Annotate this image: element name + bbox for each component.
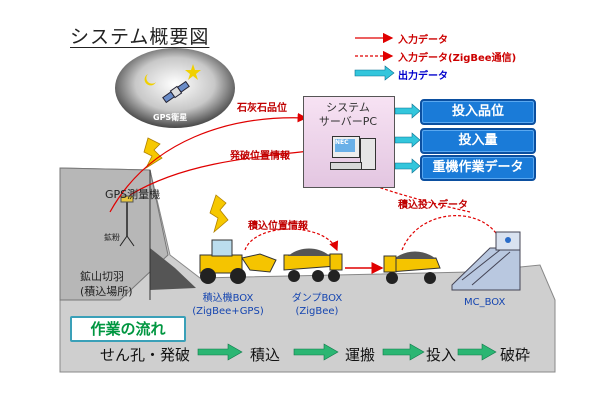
arc-loading-pos [245,229,337,250]
lightning-gps [144,138,162,168]
label-limestone-grade: 石灰石品位 [237,99,287,114]
brand-label: NEC [335,139,349,146]
dump-box-line1: ダンプBOX [282,292,352,305]
output-amount: 投入量 [420,128,536,154]
label-blast-position: 発破位置情報 [230,147,290,162]
label-mine-face-1: 鉱山切羽 [80,268,124,284]
loader-box-line2: (ZigBee+GPS) [188,305,268,318]
flow-step-crushing: 破砕 [500,344,530,365]
legend-input-dashed: 入力データ(ZigBee通信) [398,49,516,64]
flow-step-drilling: せん孔・発破 [100,344,190,365]
ore-pile [150,248,196,290]
server-line1: システム [303,101,393,115]
output-machine-work: 重機作業データ [420,155,536,181]
label-loading-input: 積込投入データ [398,196,468,211]
flow-step-feeding: 投入 [426,344,456,365]
output-grade: 投入品位 [420,99,536,125]
server-line2: サーバーPC [303,115,393,129]
dump-box-line2: (ZigBee) [282,305,352,318]
label-mine-face-2: (積込場所) [80,283,133,299]
label-mc-box: MC_BOX [464,296,505,309]
loader-box-line1: 積込機BOX [188,292,268,305]
dump-truck-1-shape [284,249,342,283]
label-loading-position: 積込位置情報 [248,217,308,232]
crusher-shape [452,232,520,290]
label-ore: 鉱粉 [104,232,120,243]
computer-icon: NEC [330,136,380,180]
legend-input-solid: 入力データ [398,31,448,46]
server-pc-label: システム サーバーPC [303,101,393,129]
arc-loading-input [402,216,502,250]
flow-title: 作業の流れ [70,316,186,342]
label-loader-box: 積込機BOX (ZigBee+GPS) [188,292,268,318]
label-dump-box: ダンプBOX (ZigBee) [282,292,352,318]
page-title: システム概要図 [70,22,209,49]
label-gps-surveyor: GPS測量機 [105,186,160,202]
legend-output: 出力データ [398,67,448,82]
flow-step-loading: 積込 [250,344,280,365]
flow-step-hauling: 運搬 [345,344,375,365]
satellite-label: GPS衛星 [153,112,187,123]
lightning-loader [210,195,228,232]
